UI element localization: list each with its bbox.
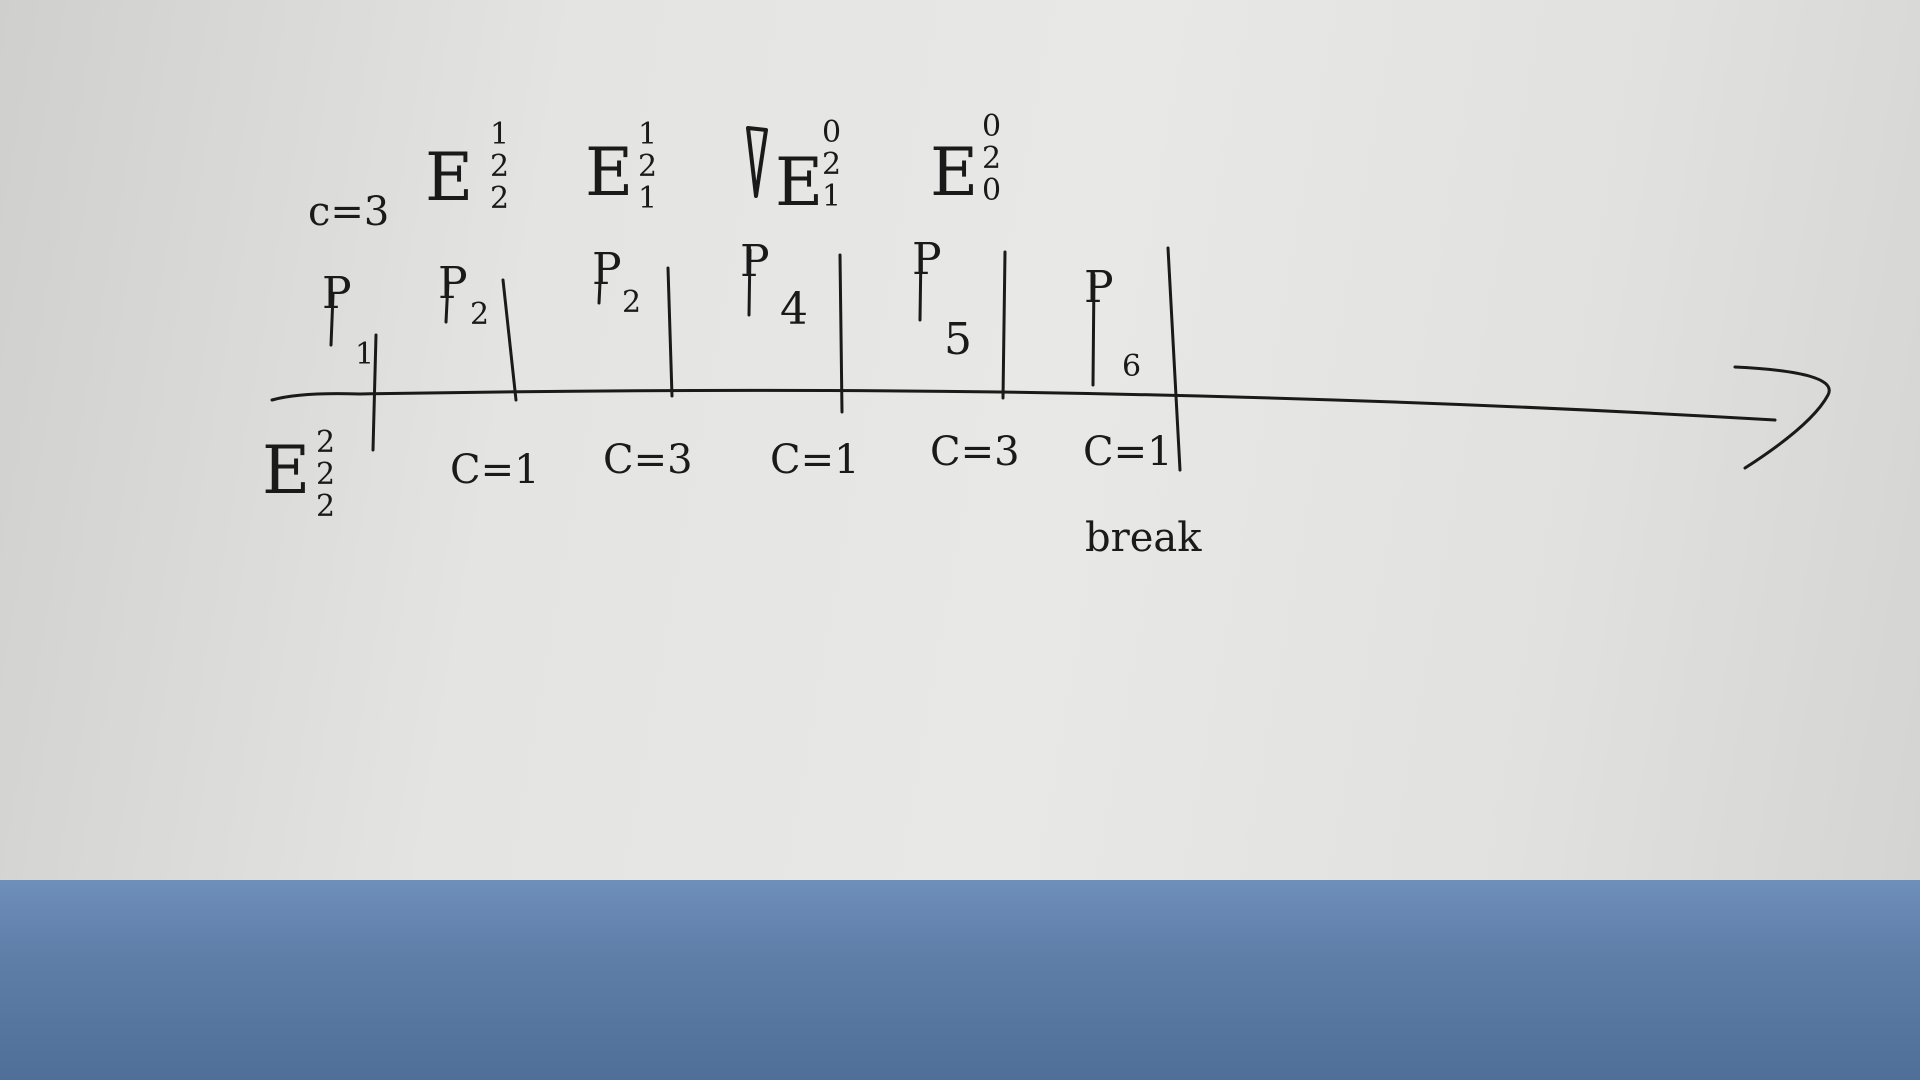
divider-3 — [666, 266, 674, 398]
initial-vector-values: 2 2 2 — [316, 428, 335, 524]
vector-values-3: 0 2 1 — [822, 118, 841, 214]
scribble-mark — [746, 126, 768, 198]
process-label-2: P — [438, 258, 468, 309]
break-note: break — [1085, 515, 1202, 561]
p-stem-3 — [597, 260, 603, 305]
process-sub-1: 1 — [355, 337, 375, 372]
process-sub-3: 2 — [622, 285, 642, 320]
p-stem-5 — [918, 248, 923, 322]
vector-3-value-3: 1 — [822, 179, 842, 214]
table-surface — [0, 880, 1920, 1080]
p-stem-1 — [329, 293, 335, 347]
initial-value-1: 2 — [316, 425, 336, 460]
vector-4-value-2: 2 — [982, 141, 1002, 176]
process-label-5: P — [912, 234, 942, 285]
process-sub-4: 4 — [780, 284, 808, 335]
process-label-1: P — [322, 268, 352, 319]
p-stem-2 — [444, 280, 450, 324]
vector-letter-4: E — [930, 134, 979, 211]
vector-values-2: 1 2 1 — [638, 120, 657, 216]
process-sub-5: 5 — [944, 314, 972, 365]
vector-1-value-3: 2 — [490, 181, 510, 216]
process-sub-2: 2 — [470, 297, 490, 332]
c-value-5: C=1 — [1083, 429, 1173, 475]
vector-4-value-1: 0 — [982, 109, 1002, 144]
paper-sheet — [0, 0, 1920, 903]
p-stem-6 — [1091, 273, 1096, 387]
divider-6 — [1166, 246, 1182, 472]
c-equals-label: c=3 — [308, 189, 390, 235]
vector-2-value-1: 1 — [638, 117, 658, 152]
initial-vector-letter: E — [262, 432, 311, 509]
vector-2-value-2: 2 — [638, 149, 658, 184]
vector-2-value-3: 1 — [638, 181, 658, 216]
vector-values-1: 1 2 2 — [490, 120, 509, 216]
vector-1-value-2: 2 — [490, 149, 510, 184]
c-value-3: C=1 — [770, 437, 860, 483]
vector-3-value-1: 0 — [822, 115, 842, 150]
vector-1-value-1: 1 — [490, 117, 510, 152]
initial-value-2: 2 — [316, 457, 336, 492]
divider-1 — [371, 333, 378, 452]
vector-letter-2: E — [585, 134, 634, 211]
timeline-arrowhead — [1733, 365, 1831, 470]
process-label-6: P — [1084, 262, 1114, 313]
divider-4 — [838, 253, 844, 414]
process-label-4: P — [740, 236, 770, 287]
c-value-2: C=3 — [603, 437, 693, 483]
c-value-1: C=1 — [450, 447, 540, 493]
p-stem-4 — [747, 248, 752, 317]
process-sub-6: 6 — [1122, 349, 1142, 384]
vector-letter-3: E — [775, 144, 824, 221]
divider-5 — [1001, 250, 1007, 400]
vector-4-value-3: 0 — [982, 173, 1002, 208]
initial-value-3: 2 — [316, 489, 336, 524]
c-value-4: C=3 — [930, 429, 1020, 475]
vector-letter-1: E — [425, 139, 474, 216]
process-label-3: P — [592, 244, 622, 295]
divider-2 — [501, 278, 518, 402]
vector-values-4: 0 2 0 — [982, 112, 1001, 208]
vector-3-value-2: 2 — [822, 147, 842, 182]
timeline-axis — [270, 388, 1777, 422]
